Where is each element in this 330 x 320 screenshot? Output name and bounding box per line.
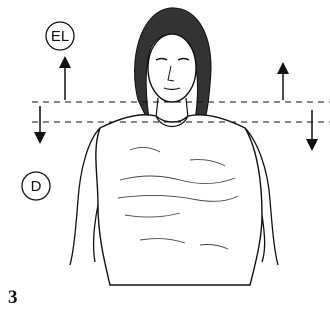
face: [148, 34, 196, 102]
elevation-label: EL: [51, 28, 69, 45]
figure-number: 3: [8, 287, 18, 309]
shirt: [96, 115, 262, 285]
depression-label: D: [31, 178, 42, 195]
